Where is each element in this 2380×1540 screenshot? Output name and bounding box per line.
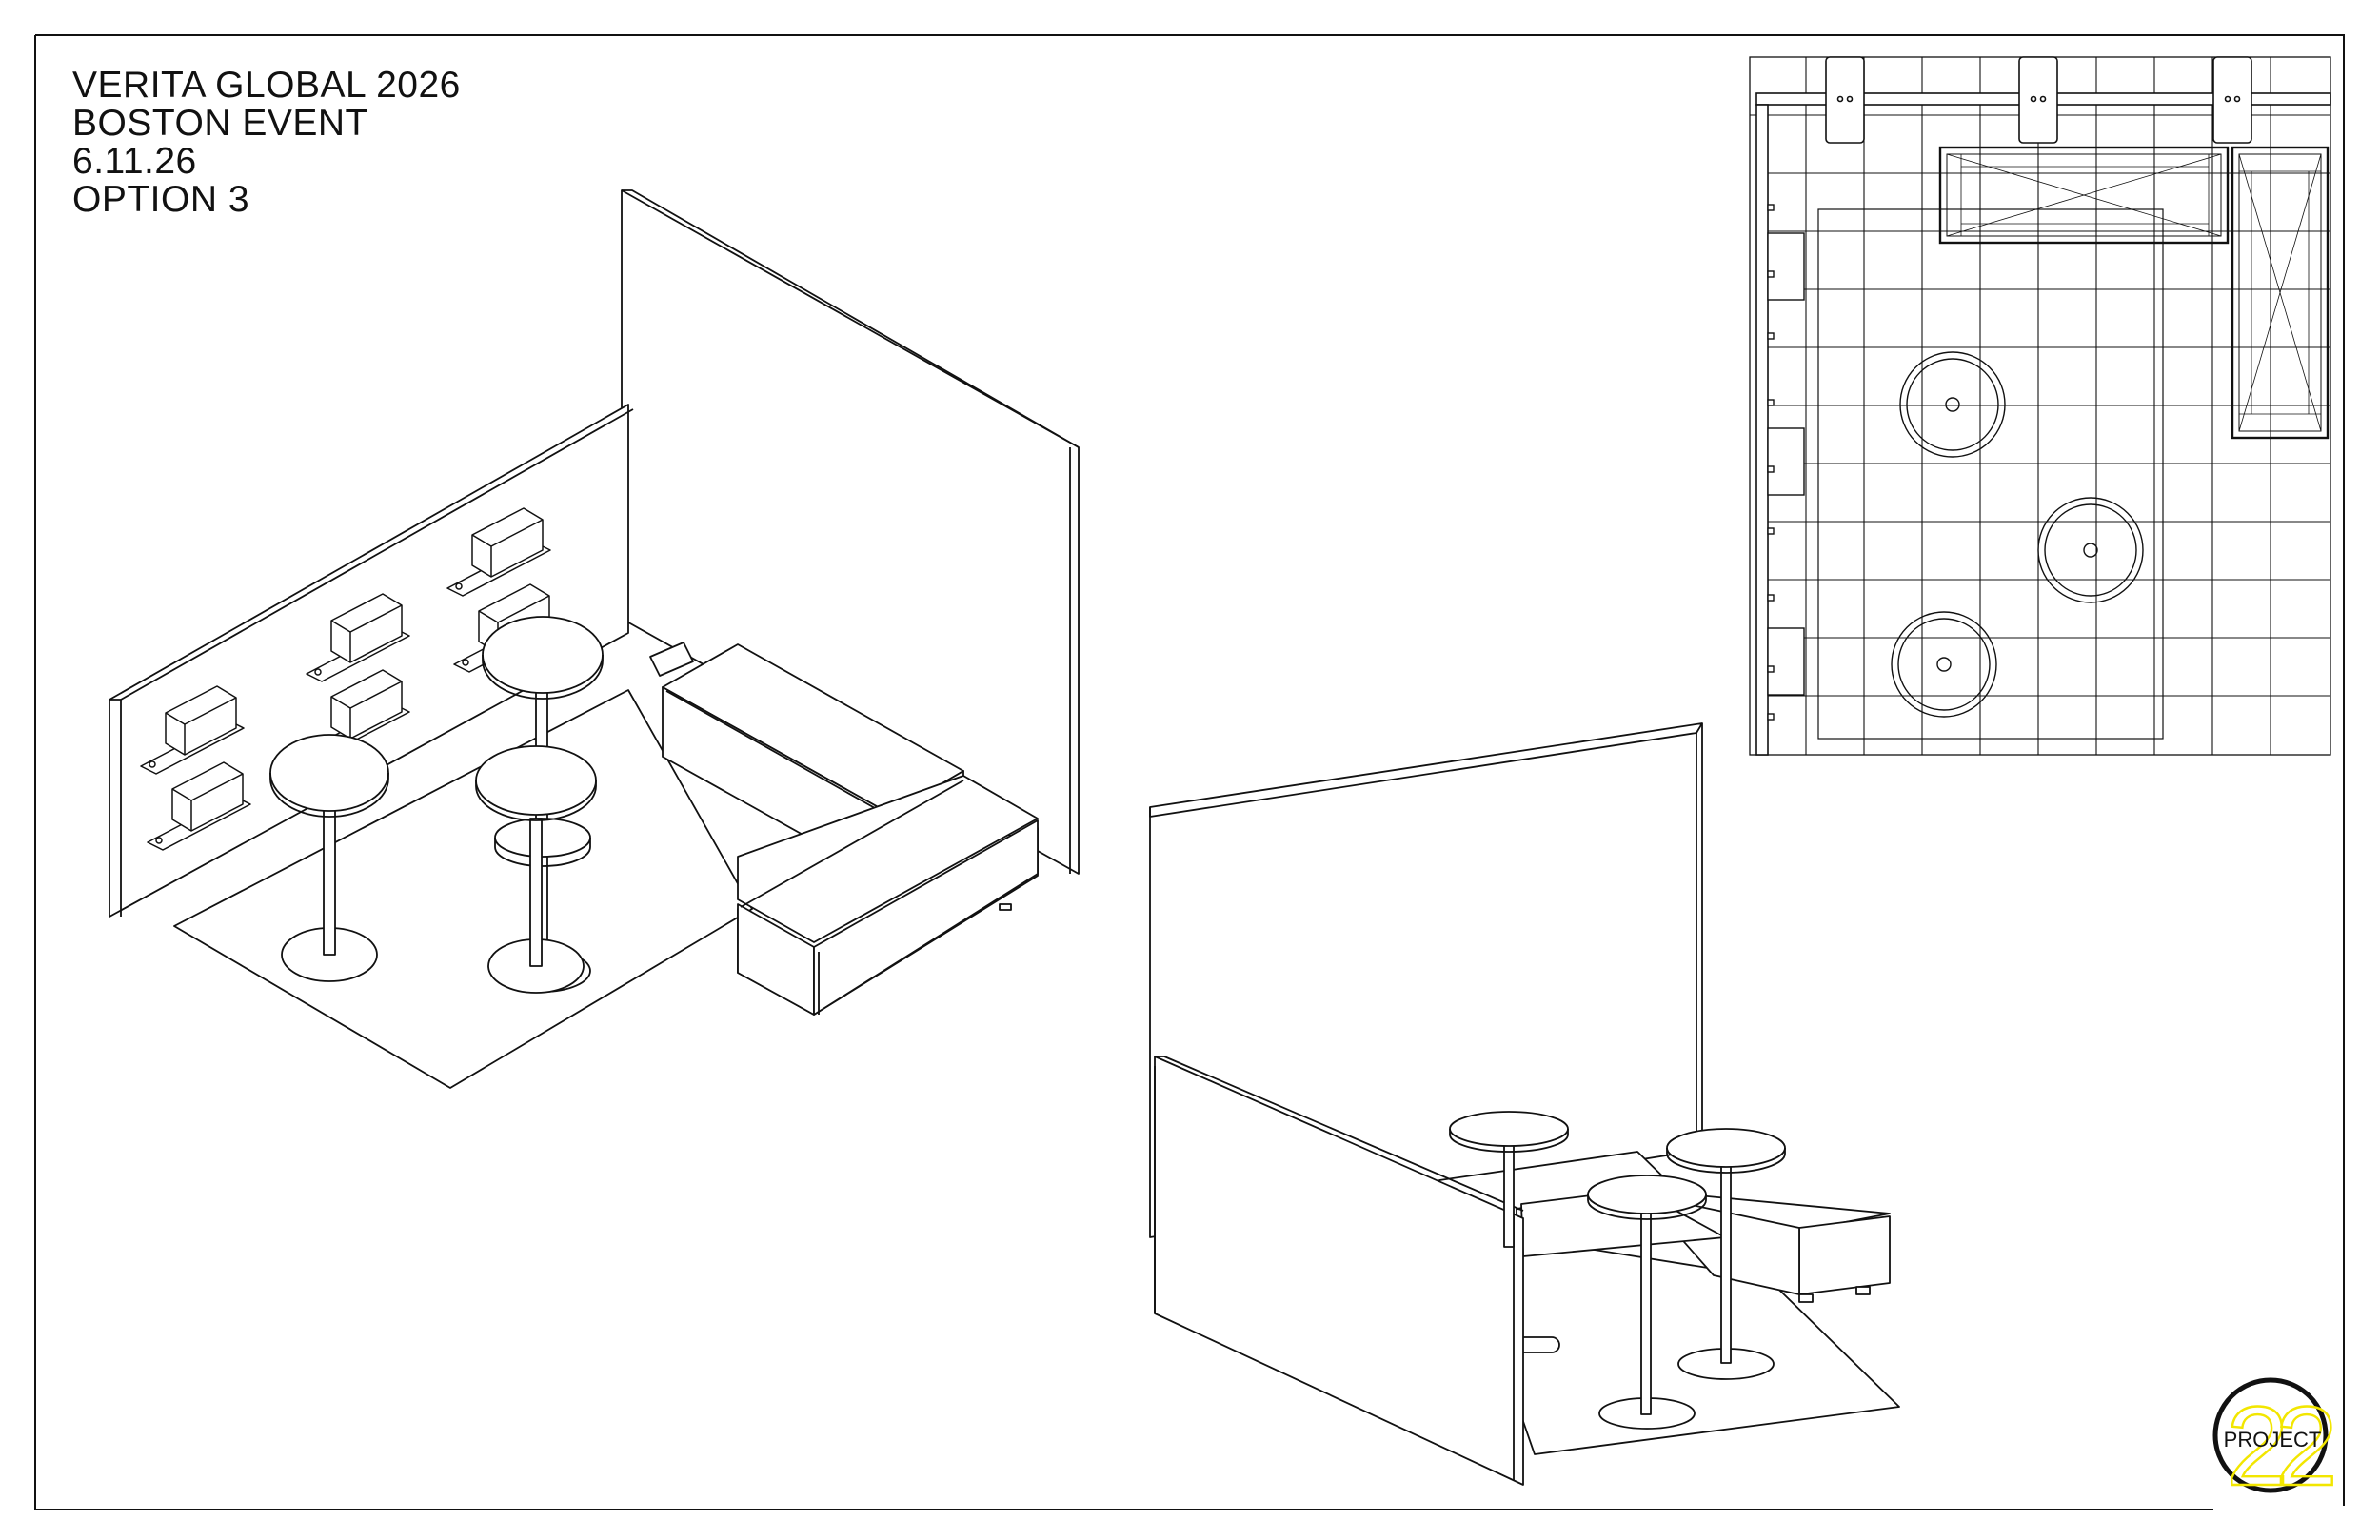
plan-wall-shelves xyxy=(1767,204,1805,721)
l-shaped-bench-left xyxy=(662,643,1039,1016)
logo-ring xyxy=(2212,1377,2329,1493)
cocktail-table-front-left xyxy=(269,734,389,982)
plan-left-wall xyxy=(1755,104,1769,756)
cocktail-table-center-right xyxy=(1666,1128,1786,1380)
wall-shelves xyxy=(140,507,558,851)
project-22-logo: 22 PROJECT xyxy=(2212,1377,2347,1510)
option-label: OPTION 3 xyxy=(72,179,250,220)
project-title: VERITA GLOBAL 2026 xyxy=(72,65,461,106)
floor-carpet-left xyxy=(173,689,753,1089)
cocktail-table-center-back xyxy=(1449,1111,1569,1248)
logo-word: PROJECT xyxy=(2224,1428,2322,1451)
floor-plan-view xyxy=(1749,56,2331,756)
plan-round-tables xyxy=(1891,351,2144,718)
cocktail-table-center-front xyxy=(1587,1175,1707,1430)
plan-bench-right xyxy=(2231,146,2330,440)
cocktail-table-front-right xyxy=(475,745,597,994)
sheet-border xyxy=(34,34,2345,1510)
plan-bench-top xyxy=(1938,146,2230,245)
event-location: BOSTON EVENT xyxy=(72,103,368,144)
event-date: 6.11.26 xyxy=(72,141,197,182)
isometric-view-center xyxy=(1149,722,1900,1486)
title-block: VERITA GLOBAL 2026 BOSTON EVENT 6.11.26 … xyxy=(72,67,461,219)
plan-light-fixtures xyxy=(1825,56,2252,144)
plan-carpet xyxy=(1817,208,2164,740)
plan-grid-lines xyxy=(1750,57,2330,755)
isometric-view-left xyxy=(109,189,1080,1089)
